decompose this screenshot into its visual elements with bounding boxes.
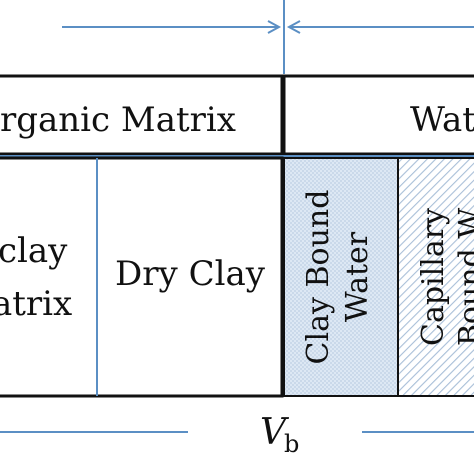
arrow-left-icon bbox=[286, 20, 301, 34]
clay-bound-label-line2: Water bbox=[340, 231, 375, 322]
clay-matrix-line2: atrix bbox=[0, 284, 72, 324]
water-label: Wat bbox=[410, 100, 474, 140]
capillary-label-line2: Bound W bbox=[453, 208, 474, 346]
bottom-axis: V b bbox=[0, 412, 474, 458]
clay-matrix-line1: clay bbox=[0, 231, 68, 271]
bulk-volume-symbol: V bbox=[260, 412, 290, 453]
organic-matrix-box bbox=[0, 74, 284, 156]
water-box bbox=[282, 74, 474, 156]
top-band: rganic Matrix Wat bbox=[0, 74, 474, 156]
capillary-water-box bbox=[397, 157, 474, 397]
clay-bound-water-box bbox=[283, 157, 399, 397]
lower-band: clay atrix Dry Clay Clay Bound Water Cap… bbox=[0, 156, 474, 398]
capillary-label-line1: Capillary bbox=[416, 208, 451, 346]
clay-bound-label-line1: Clay Bound bbox=[301, 190, 336, 365]
organic-matrix-label: rganic Matrix bbox=[0, 100, 236, 140]
top-dimension-arrows bbox=[62, 0, 474, 74]
solids-box bbox=[0, 156, 284, 398]
arrow-right-icon bbox=[267, 20, 282, 34]
bulk-volume-subscript: b bbox=[284, 430, 299, 458]
dry-clay-label: Dry Clay bbox=[115, 254, 266, 294]
